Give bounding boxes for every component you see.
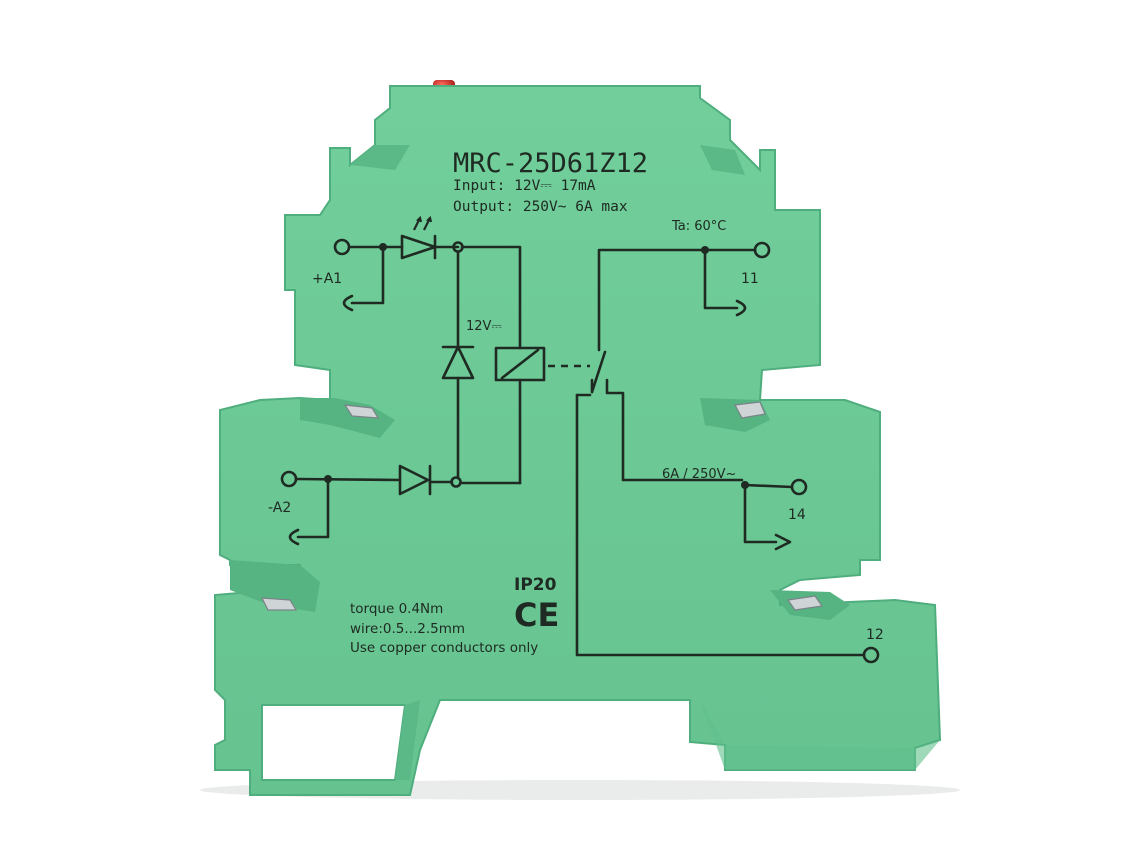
circuit-schematic xyxy=(280,215,880,664)
model-label: MRC-25D61Z12 xyxy=(453,148,648,179)
terminal-12-label: 12 xyxy=(866,627,884,643)
clamp-11 xyxy=(735,299,747,317)
terminal-14-label: 14 xyxy=(788,507,806,523)
note-torque: torque 0.4Nm xyxy=(350,601,443,617)
clamp-a2 xyxy=(288,528,300,546)
terminal-a1-label: +A1 xyxy=(312,271,342,287)
terminal-12 xyxy=(862,646,880,664)
coil-voltage: 12V⎓ xyxy=(466,319,502,334)
terminal-14 xyxy=(790,478,808,496)
note-conductors: Use copper conductors only xyxy=(350,640,538,656)
clamp-a1 xyxy=(342,294,354,312)
ambient-temp: Ta: 60°C xyxy=(671,219,726,234)
terminal-11 xyxy=(753,241,771,259)
ce-mark: CE xyxy=(514,596,559,634)
terminal-11-label: 11 xyxy=(741,271,759,287)
terminal-screws xyxy=(260,401,824,611)
output-rating: Output: 250V~ 6A max xyxy=(453,199,628,215)
input-rating: Input: 12V⎓ 17mA xyxy=(453,178,596,194)
ip-rating: IP20 xyxy=(514,575,557,595)
clamp-14 xyxy=(774,533,792,551)
terminal-a2-label: -A2 xyxy=(268,500,291,516)
note-wire: wire:0.5...2.5mm xyxy=(350,621,465,637)
contact-rating: 6A / 250V~ xyxy=(662,467,736,482)
printed-labels: MRC-25D61Z12 Input: 12V⎓ 17mA Output: 25… xyxy=(268,148,884,656)
